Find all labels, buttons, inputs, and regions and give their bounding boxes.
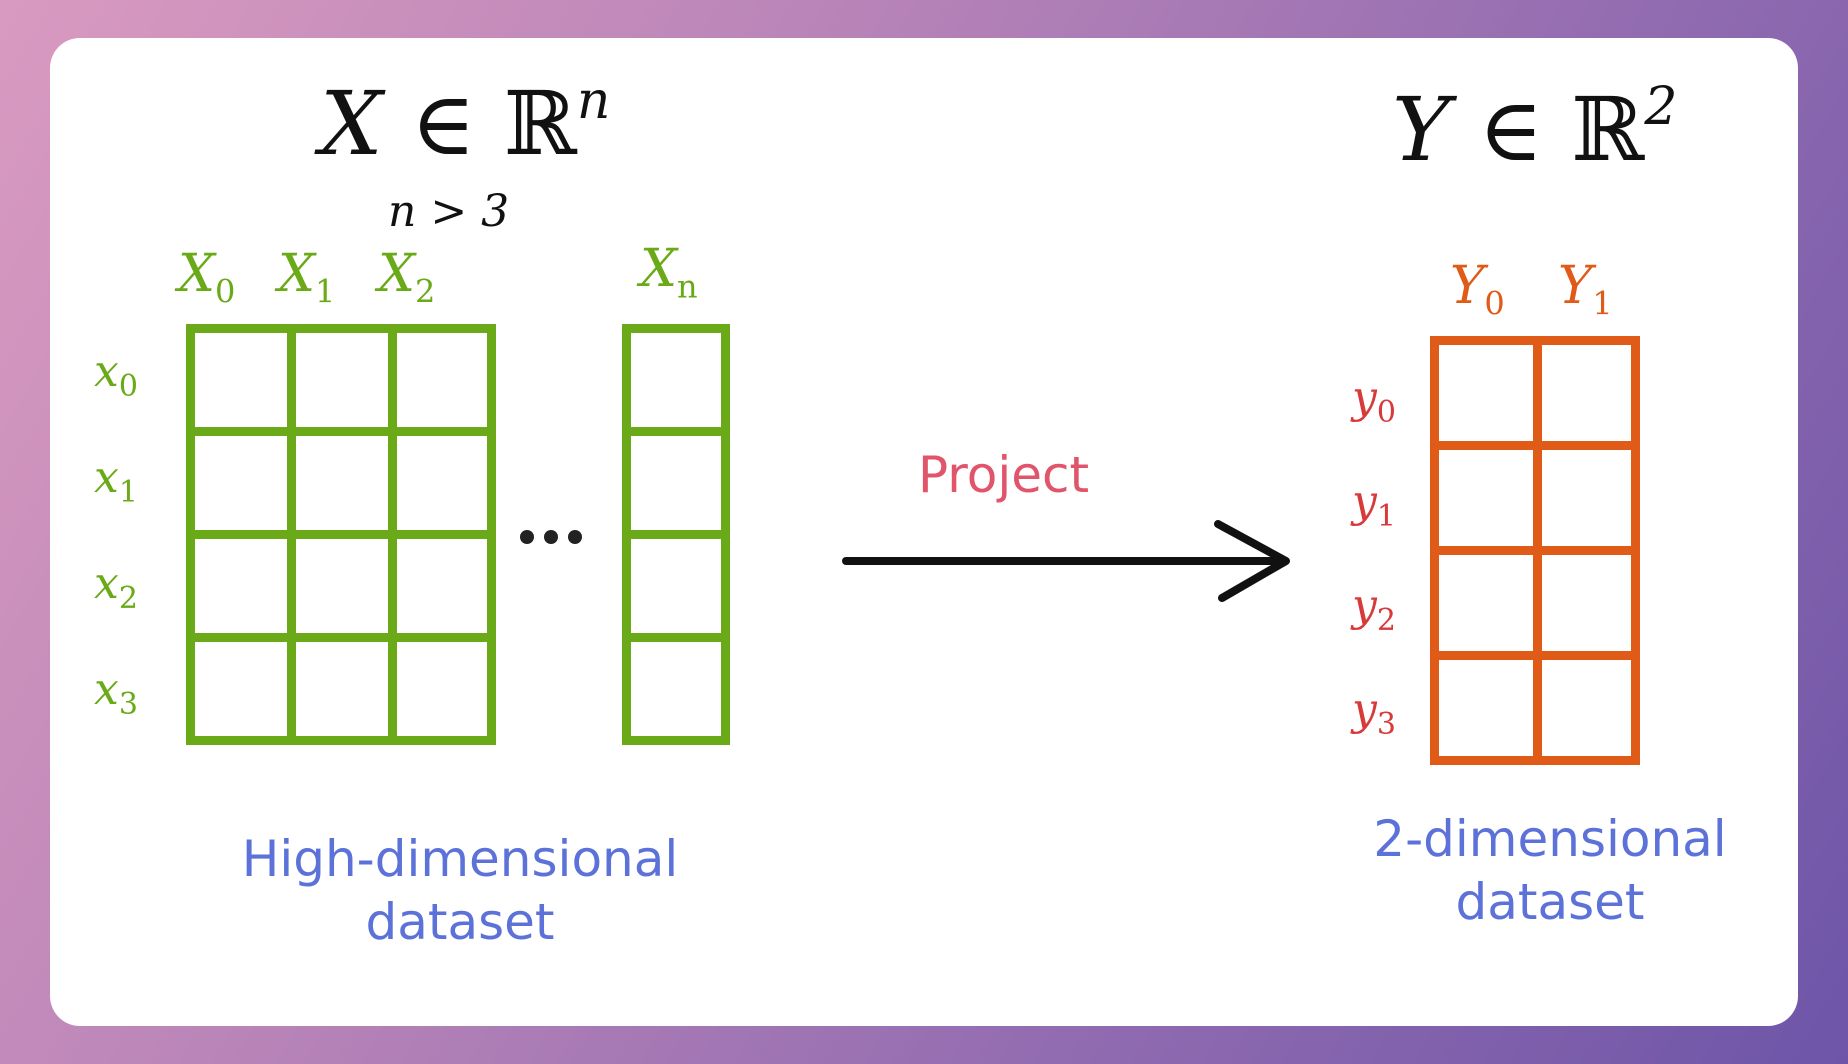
grid-cell: [622, 530, 730, 642]
grid-cell: [186, 530, 296, 642]
column-ellipsis: [520, 530, 590, 550]
grid-cell: [186, 427, 296, 539]
right-row-header-3: y3: [1352, 684, 1396, 742]
left-xn-column: [622, 324, 730, 754]
left-col-header-1: X1: [278, 244, 336, 311]
grid-cell: [1430, 651, 1542, 765]
left-col-header-0: X0: [178, 244, 236, 311]
grid-cell: [186, 633, 296, 745]
left-col-header-n: Xn: [640, 239, 698, 306]
left-title-set: ℝ: [503, 72, 577, 175]
grid-cell: [1533, 336, 1640, 450]
grid-cell: [388, 633, 496, 745]
grid-cell: [1430, 336, 1542, 450]
grid-cell: [388, 530, 496, 642]
left-condition: n > 3: [388, 186, 510, 237]
grid-cell: [287, 427, 397, 539]
right-title-in-symbol: ∈: [1478, 78, 1544, 181]
left-row-header-3: x3: [94, 664, 138, 722]
grid-cell: [1430, 546, 1542, 660]
left-caption: High-dimensional dataset: [241, 830, 679, 951]
ellipsis-dot: [568, 530, 582, 544]
ellipsis-dot: [544, 530, 558, 544]
left-title-in-symbol: ∈: [410, 72, 476, 175]
grid-cell: [1533, 546, 1640, 660]
grid-cell: [388, 427, 496, 539]
left-title-variable: X: [320, 72, 383, 175]
ellipsis-dot: [520, 530, 534, 544]
grid-cell: [1430, 441, 1542, 555]
left-row-header-1: x1: [94, 452, 138, 510]
grid-cell: [1533, 441, 1640, 555]
project-arrow: [842, 520, 1290, 602]
right-data-grid: [1430, 336, 1640, 768]
right-row-header-0: y0: [1352, 372, 1396, 430]
grid-cell: [287, 633, 397, 745]
right-row-header-2: y2: [1352, 580, 1396, 638]
grid-cell: [622, 633, 730, 745]
left-row-header-0: x0: [94, 346, 138, 404]
project-label: Project: [918, 446, 1090, 504]
left-data-grid: [186, 324, 496, 754]
left-row-header-2: x2: [94, 558, 138, 616]
grid-cell: [1533, 651, 1640, 765]
left-col-header-2: X2: [378, 244, 436, 311]
right-col-header-0: Y0: [1450, 256, 1505, 323]
right-col-header-1: Y1: [1558, 256, 1613, 323]
right-title-exponent: 2: [1644, 76, 1678, 137]
grid-cell: [622, 324, 730, 436]
right-row-header-1: y1: [1352, 476, 1396, 534]
grid-cell: [388, 324, 496, 436]
grid-cell: [287, 324, 397, 436]
right-title-set: ℝ: [1571, 78, 1645, 181]
grid-cell: [287, 530, 397, 642]
left-title: X ∈ ℝn: [320, 75, 610, 168]
diagram-card: X ∈ ℝn n > 3 X0 X1 X2 Xn x0 x1 x2 x3: [50, 38, 1798, 1026]
grid-cell: [186, 324, 296, 436]
grid-cell: [622, 427, 730, 539]
right-caption: 2-dimensional dataset: [1373, 810, 1727, 931]
right-title-variable: Y: [1392, 78, 1451, 181]
right-title: Y ∈ ℝ2: [1392, 81, 1677, 174]
left-title-exponent: n: [576, 70, 611, 131]
